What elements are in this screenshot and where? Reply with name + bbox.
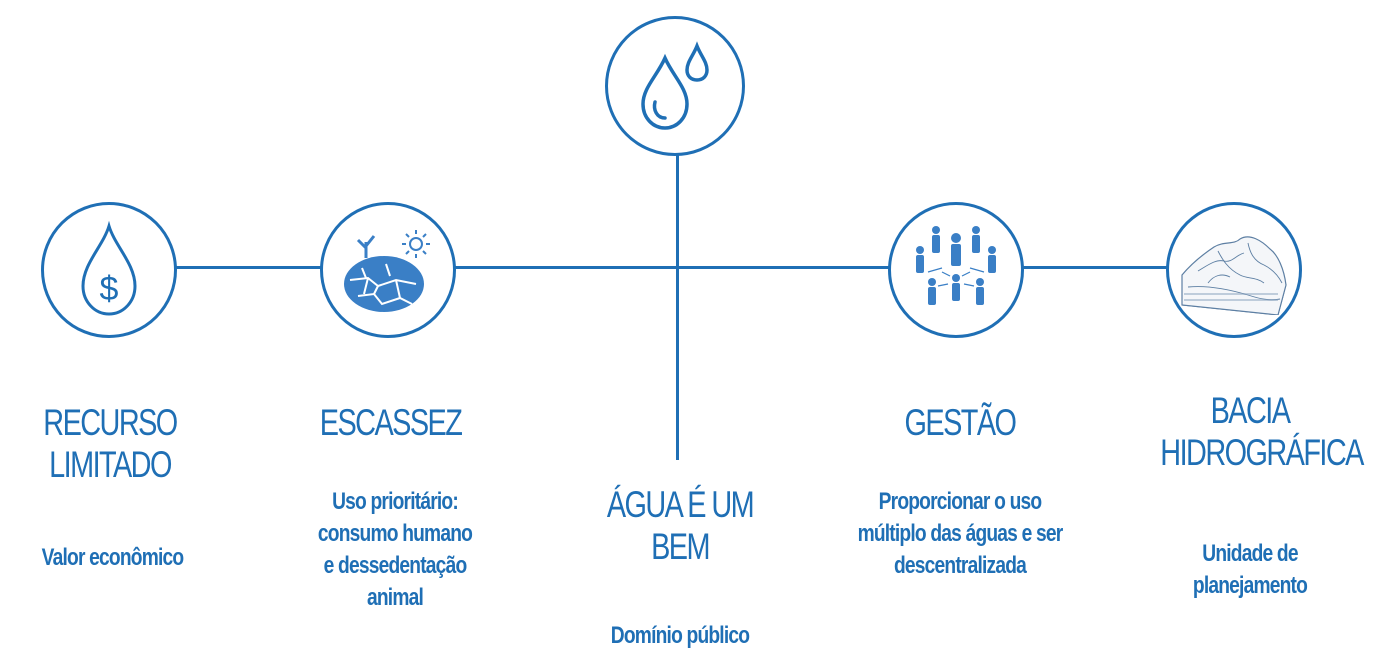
gestao-subtitle: Proporcionar o uso múltiplo das águas e … — [857, 488, 1064, 579]
gestao-title: GESTÃO — [904, 402, 1017, 443]
bacia-circle — [1166, 202, 1302, 338]
bacia-subtitle: Unidade de planejamento — [1192, 540, 1308, 599]
connector-vertical — [676, 148, 679, 460]
escassez-title: ESCASSEZ — [319, 402, 463, 443]
terrain-icon — [1181, 236, 1287, 315]
recurso-title: RECURSO LIMITADO — [43, 402, 178, 485]
recurso-subtitle: Valor econômico — [41, 544, 184, 571]
dry-earth-icon — [344, 230, 430, 312]
recurso-circle: $ — [41, 202, 177, 338]
escassez-circle — [320, 202, 456, 338]
water-drops-icon — [641, 41, 709, 130]
connector-horizontal — [170, 266, 1170, 269]
agua-circle — [605, 16, 745, 156]
money-drop-icon: $ — [81, 220, 137, 316]
people-network-icon — [916, 226, 996, 305]
svg-text:$: $ — [100, 270, 119, 308]
bacia-title: BACIA HIDROGRÁFICA — [1160, 390, 1364, 473]
agua-title: ÁGUA É UM BEM — [606, 484, 755, 567]
agua-subtitle: Domínio público — [610, 622, 750, 649]
gestao-circle — [888, 202, 1024, 338]
escassez-subtitle: Uso prioritário: consumo humano e dessed… — [317, 488, 473, 611]
